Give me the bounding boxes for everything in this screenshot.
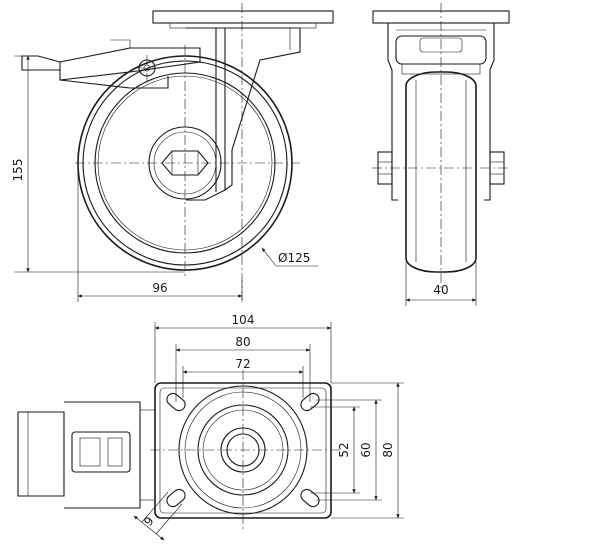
- top-view: 104 80 72 52 60 80 9: [17, 313, 404, 541]
- offset-dim-label: 96: [152, 281, 167, 295]
- hole-spacing-outer-dim-label: 80: [235, 335, 250, 349]
- side-wheel: [75, 45, 300, 278]
- wheel-diameter-dim-label: Ø125: [278, 251, 310, 265]
- height-dim-label: 155: [11, 159, 25, 182]
- hole-spacing-vert-inner-dim-label: 52: [337, 442, 351, 457]
- hole-spacing-vert-outer-dim-label: 60: [359, 442, 373, 457]
- hole-diameter-dim-label: 9: [141, 514, 157, 529]
- bolt-holes: [166, 392, 320, 508]
- hole-spacing-inner-dim-label: 72: [235, 357, 250, 371]
- plate-width-dim-label: 104: [232, 313, 255, 327]
- side-view: 155 96 Ø125: [11, 3, 334, 302]
- wheel-width-dim-label: 40: [433, 283, 448, 297]
- plate-height-dim-label: 80: [381, 442, 395, 457]
- brake-lever: [21, 39, 201, 89]
- front-view: 40: [372, 3, 510, 306]
